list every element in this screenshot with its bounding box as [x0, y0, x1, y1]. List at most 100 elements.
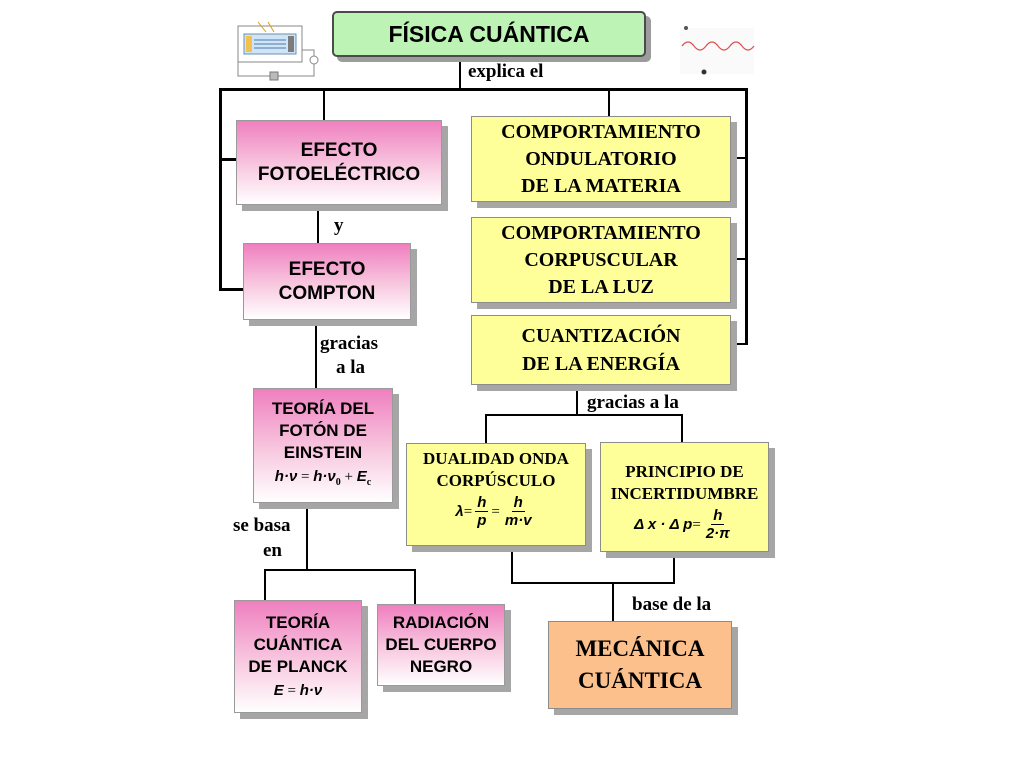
- formula-part: h·ν: [274, 467, 298, 485]
- connector: [220, 88, 610, 91]
- fraction: h m·v: [503, 494, 534, 529]
- formula-part: Δ x · Δ p: [634, 515, 693, 533]
- title-text: FÍSICA CUÁNTICA: [388, 20, 590, 47]
- node-line: DE LA LUZ: [548, 275, 654, 298]
- diagram-title: FÍSICA CUÁNTICA: [332, 11, 646, 57]
- node-teoria-cuantica-planck: TEORÍA CUÁNTICA DE PLANCK E = h·ν: [234, 600, 362, 713]
- formula-part: =: [463, 503, 473, 520]
- connector-label-base-de: base de la: [632, 594, 712, 615]
- node-radiacion-cuerpo-negro: RADIACIÓN DEL CUERPO NEGRO: [377, 604, 505, 686]
- connector: [315, 320, 317, 388]
- connector: [219, 88, 222, 290]
- node-line: TEORÍA DEL: [271, 398, 375, 418]
- node-line: CORPUSCULAR: [524, 248, 678, 271]
- node-line: CORPÚSCULO: [436, 471, 556, 490]
- connector: [608, 88, 610, 116]
- node-dualidad-onda-corpusculo: DUALIDAD ONDA CORPÚSCULO λ = h p = h m·v: [406, 443, 586, 546]
- connector-label-gracias-1: gracias: [320, 333, 379, 354]
- formula-part: E: [273, 681, 284, 699]
- formula-part: h: [475, 494, 489, 512]
- connector: [731, 258, 747, 260]
- connector: [511, 582, 675, 584]
- node-line: MECÁNICA: [575, 636, 705, 661]
- node-line: TEORÍA: [265, 612, 331, 632]
- node-line: DE LA MATERIA: [521, 174, 681, 197]
- node-mecanica-cuantica: MECÁNICA CUÁNTICA: [548, 621, 732, 709]
- node-teoria-foton-einstein: TEORÍA DEL FOTÓN DE EINSTEIN h·ν = h·ν0 …: [253, 388, 393, 503]
- connector: [306, 503, 308, 571]
- connector: [317, 205, 319, 243]
- connector: [731, 157, 747, 159]
- connector: [681, 414, 683, 442]
- connector-label-explica: explica el: [468, 61, 544, 82]
- node-line: NEGRO: [409, 657, 473, 676]
- connector: [264, 569, 416, 571]
- node-line: DUALIDAD ONDA: [423, 449, 569, 468]
- formula-part: c: [366, 476, 372, 488]
- node-comportamiento-corpuscular: COMPORTAMIENTO CORPUSCULAR DE LA LUZ: [471, 217, 731, 303]
- formula-part: 0: [335, 476, 341, 488]
- connector: [323, 88, 325, 120]
- formula-part: 2·π: [705, 525, 730, 542]
- connector: [612, 582, 614, 622]
- node-line: ONDULATORIO: [525, 147, 677, 170]
- planck-formula: E = h·ν: [274, 680, 322, 702]
- connector: [731, 343, 747, 345]
- node-line: COMPORTAMIENTO: [501, 120, 701, 143]
- connector: [511, 546, 513, 583]
- formula-part: =: [287, 682, 296, 699]
- node-line: PRINCIPIO DE: [625, 462, 744, 481]
- connector: [745, 88, 748, 345]
- formula-part: =: [692, 516, 701, 533]
- node-line: RADIACIÓN: [392, 613, 490, 632]
- formula-part: +: [344, 468, 353, 485]
- node-line: CUÁNTICA: [578, 668, 702, 693]
- formula-part: E: [356, 467, 367, 485]
- node-efecto-fotoelectrico: EFECTO FOTOELÉCTRICO: [236, 120, 442, 205]
- formula-part: h: [511, 494, 525, 512]
- node-line: CUÁNTICA: [253, 634, 343, 654]
- connector: [219, 288, 244, 291]
- connector-label-se-basa-2: en: [263, 540, 282, 561]
- node-line: EFECTO: [288, 258, 366, 280]
- formula-part: =: [301, 468, 310, 485]
- formula-part: h·ν: [299, 681, 323, 699]
- connector-label-se-basa-1: se basa: [233, 515, 291, 536]
- node-line: COMPORTAMIENTO: [501, 221, 701, 244]
- node-efecto-compton: EFECTO COMPTON: [243, 243, 411, 320]
- connector: [673, 552, 675, 583]
- dualidad-formula: λ = h p = h m·v: [455, 494, 536, 529]
- node-line: CUANTIZACIÓN: [521, 325, 681, 347]
- incertidumbre-formula: Δ x · Δ p = h 2·π: [634, 507, 735, 542]
- node-line: EFECTO: [300, 139, 378, 161]
- node-principio-incertidumbre: PRINCIPIO DE INCERTIDUMBRE Δ x · Δ p = h…: [600, 442, 769, 552]
- fraction: h p: [475, 494, 489, 529]
- connector: [576, 384, 578, 416]
- node-line: DE LA ENERGÍA: [522, 353, 680, 375]
- node-line: DE PLANCK: [248, 656, 348, 676]
- formula-part: h·ν: [313, 467, 336, 485]
- fraction: h 2·π: [704, 507, 732, 542]
- connector-label-gracias-right: gracias a la: [587, 392, 679, 413]
- connector: [485, 414, 487, 443]
- connector-label-y: y: [334, 215, 344, 236]
- node-line: FOTÓN DE: [279, 420, 367, 440]
- formula-part: λ: [455, 502, 464, 520]
- node-line: INCERTIDUMBRE: [610, 484, 759, 503]
- formula-part: h: [711, 507, 725, 525]
- node-cuantizacion-energia: CUANTIZACIÓN DE LA ENERGÍA: [471, 315, 731, 385]
- wave-icon: [678, 20, 756, 78]
- formula-part: =: [491, 503, 500, 520]
- connector: [264, 569, 266, 601]
- connector: [219, 158, 237, 161]
- connector: [608, 88, 747, 91]
- formula-part: m·v: [504, 512, 532, 529]
- einstein-formula: h·ν = h·ν0 + Ec: [275, 466, 371, 494]
- connector: [414, 569, 416, 604]
- node-comportamiento-ondulatorio: COMPORTAMIENTO ONDULATORIO DE LA MATERIA: [471, 116, 731, 202]
- connector: [485, 414, 683, 416]
- node-line: EINSTEIN: [283, 442, 363, 462]
- node-line: DEL CUERPO: [385, 635, 497, 654]
- node-line: FOTOELÉCTRICO: [257, 163, 421, 185]
